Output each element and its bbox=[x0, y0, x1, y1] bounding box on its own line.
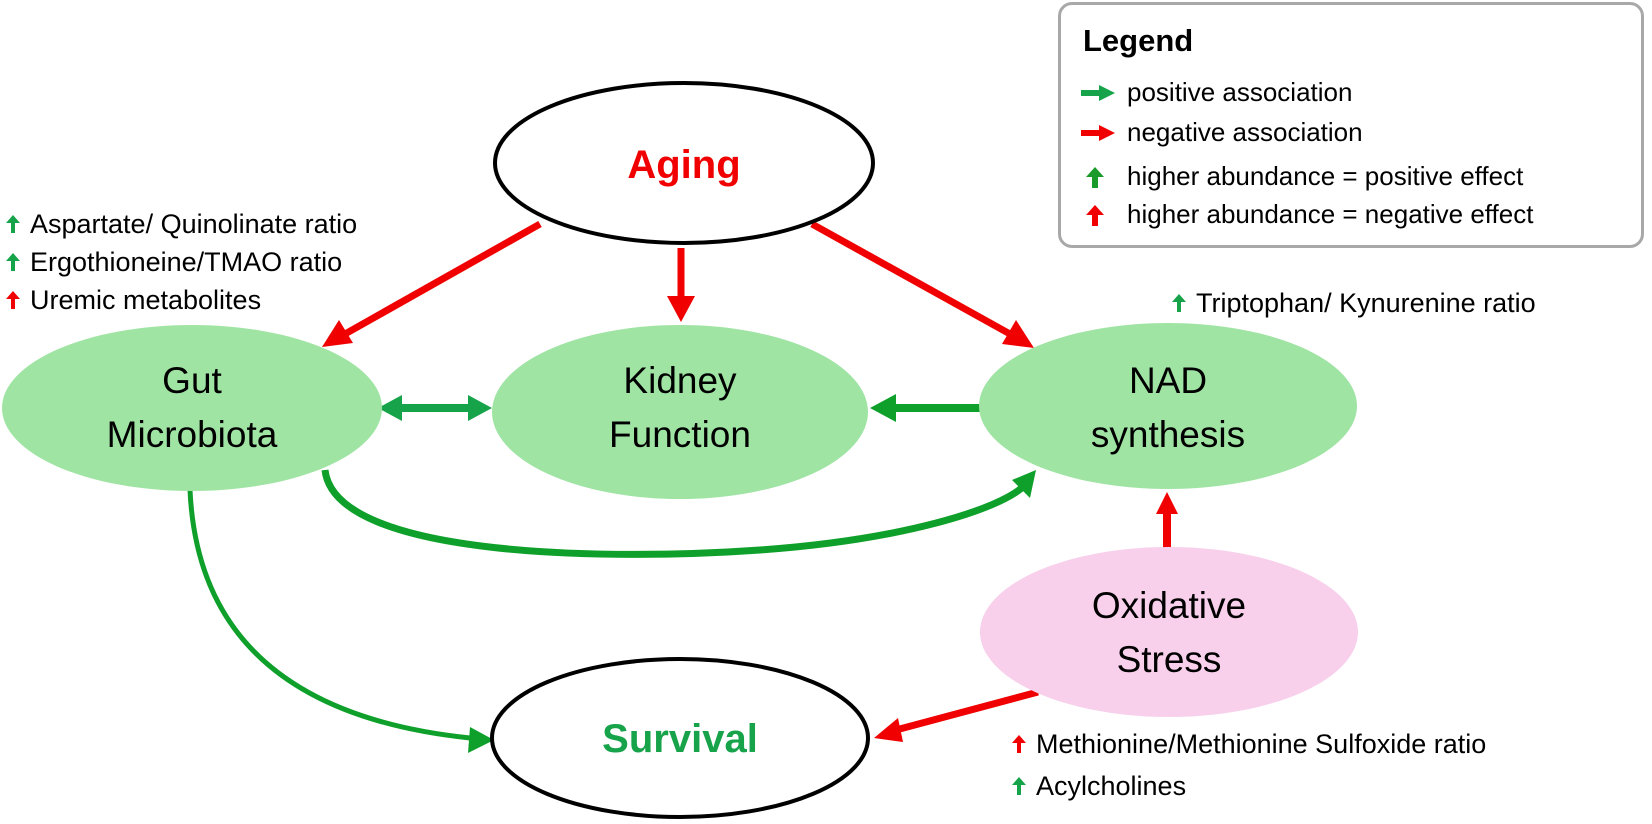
annotation-text: Triptophan/ Kynurenine ratio bbox=[1196, 288, 1536, 318]
up-arrow-green-icon bbox=[1086, 166, 1104, 188]
annotation-text: Acylcholines bbox=[1036, 771, 1187, 801]
node-kidney-label-line1: Kidney bbox=[623, 360, 737, 401]
edge-gut-to-nad bbox=[321, 469, 1036, 558]
node-oxidative-stress[interactable]: Oxidative Stress bbox=[980, 547, 1358, 717]
nad-annotations: Triptophan/ Kynurenine ratio bbox=[1170, 284, 1536, 322]
legend-text: higher abundance = positive effect bbox=[1127, 161, 1524, 191]
annotation-row: Triptophan/ Kynurenine ratio bbox=[1170, 284, 1536, 322]
node-kidney-label-line2: Function bbox=[609, 414, 751, 455]
node-nad-synthesis[interactable]: NAD synthesis bbox=[979, 323, 1357, 489]
up-arrow-green-icon bbox=[6, 253, 20, 271]
edge-oxidative-to-survival bbox=[874, 688, 1039, 742]
edge-aging-to-gut bbox=[322, 220, 542, 347]
node-nad-label-line2: synthesis bbox=[1091, 414, 1245, 455]
legend-item-up-negative: higher abundance = negative effect bbox=[1079, 199, 1533, 230]
annotation-text: Methionine/Methionine Sulfoxide ratio bbox=[1036, 729, 1487, 759]
annotation-text: Ergothioneine/TMAO ratio bbox=[30, 247, 343, 277]
up-arrow-green-icon bbox=[1012, 777, 1026, 795]
gut-annotations: Aspartate/ Quinolinate ratio Ergothionei… bbox=[4, 205, 357, 319]
up-arrow-red-icon bbox=[1086, 204, 1104, 226]
up-arrow-green-icon bbox=[6, 215, 20, 233]
annotation-text: Uremic metabolites bbox=[30, 285, 262, 315]
node-survival-label: Survival bbox=[602, 717, 758, 761]
right-arrow-red-icon bbox=[1081, 124, 1115, 141]
edge-oxidative-to-nad bbox=[1156, 492, 1178, 551]
annotation-row: Acylcholines bbox=[1010, 765, 1486, 807]
legend-text: positive association bbox=[1127, 77, 1353, 107]
edge-aging-to-kidney bbox=[667, 248, 695, 322]
legend-item-up-positive: higher abundance = positive effect bbox=[1079, 161, 1523, 192]
annotation-row: Uremic metabolites bbox=[4, 281, 357, 319]
annotation-row: Ergothioneine/TMAO ratio bbox=[4, 243, 357, 281]
annotation-text: Aspartate/ Quinolinate ratio bbox=[30, 209, 358, 239]
node-gut-microbiota[interactable]: Gut Microbiota bbox=[2, 325, 382, 491]
edge-gut-kidney-bidirectional bbox=[378, 395, 492, 421]
annotation-row: Aspartate/ Quinolinate ratio bbox=[4, 205, 357, 243]
annotation-row: Methionine/Methionine Sulfoxide ratio bbox=[1010, 723, 1486, 765]
legend-item-negative: negative association bbox=[1079, 117, 1363, 148]
legend-text: negative association bbox=[1127, 117, 1363, 147]
legend-box: Legend positive association negative ass… bbox=[1058, 2, 1644, 248]
edge-aging-to-nad bbox=[810, 220, 1034, 348]
node-survival[interactable]: Survival bbox=[490, 657, 870, 819]
legend-item-positive: positive association bbox=[1079, 77, 1352, 108]
up-arrow-red-icon bbox=[6, 291, 20, 309]
right-arrow-green-icon bbox=[1081, 84, 1115, 101]
edge-nad-to-kidney bbox=[870, 394, 980, 422]
node-nad-label-line1: NAD bbox=[1129, 360, 1207, 401]
legend-title: Legend bbox=[1083, 23, 1194, 58]
node-aging[interactable]: Aging bbox=[493, 81, 875, 245]
oxidative-annotations: Methionine/Methionine Sulfoxide ratio Ac… bbox=[1010, 723, 1486, 807]
node-aging-label: Aging bbox=[627, 143, 740, 187]
up-arrow-red-icon bbox=[1012, 735, 1026, 753]
node-oxidative-label-line2: Stress bbox=[1117, 639, 1222, 680]
edge-gut-to-survival bbox=[187, 489, 494, 753]
node-oxidative-label-line1: Oxidative bbox=[1092, 585, 1246, 626]
node-kidney-function[interactable]: Kidney Function bbox=[492, 325, 868, 499]
legend-text: higher abundance = negative effect bbox=[1127, 199, 1534, 229]
up-arrow-green-icon bbox=[1172, 294, 1186, 312]
node-gut-label-line1: Gut bbox=[162, 360, 222, 401]
node-gut-label-line2: Microbiota bbox=[107, 414, 278, 455]
